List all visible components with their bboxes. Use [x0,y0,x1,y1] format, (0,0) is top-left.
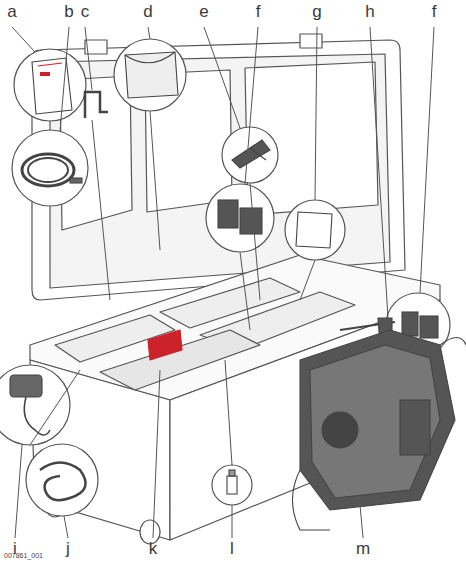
callout-letter: h [365,3,374,21]
callout-letter: k [149,540,158,558]
callout-letter: e [199,3,208,21]
callout-letter: f [432,3,437,21]
callout-letter: f [256,3,261,21]
callout-letter: b [64,3,73,21]
callout-letter: g [312,3,321,21]
callout-letter: d [143,3,152,21]
figure-code: 007861_001 [4,552,43,560]
callout-letter: j [66,540,70,558]
callout-letter: c [81,3,90,21]
callout-letter: m [356,540,370,558]
callout-letter: a [7,3,16,21]
callout-letter: l [230,540,234,558]
